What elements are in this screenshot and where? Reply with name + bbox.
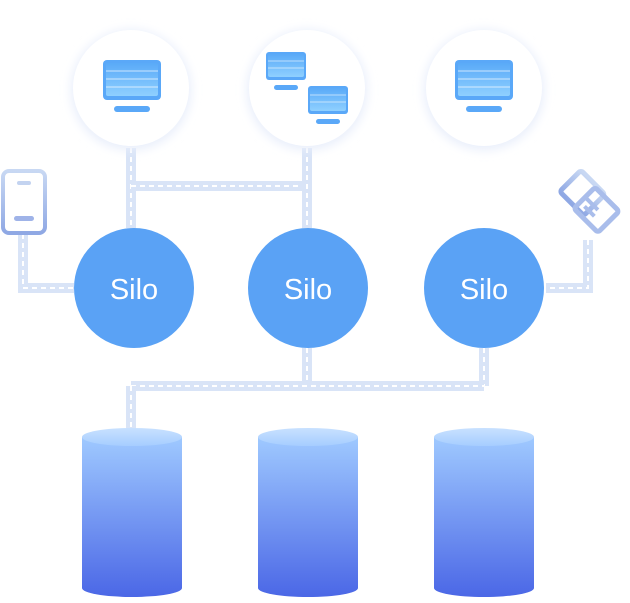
silo-label: Silo	[460, 274, 508, 306]
silo-label: Silo	[110, 274, 158, 306]
client-node	[424, 30, 544, 150]
connectors	[18, 148, 593, 432]
two-monitors-icon	[266, 52, 348, 124]
database-cylinder	[258, 428, 358, 597]
mobile-phone-icon	[1, 169, 47, 235]
silo-node: Silo	[248, 228, 368, 348]
client-node	[247, 30, 367, 150]
silo-node: Silo	[424, 228, 544, 348]
client-node	[71, 30, 191, 150]
silo-node: Silo	[74, 228, 194, 348]
monitor-icon	[455, 60, 513, 112]
database-cylinder	[82, 428, 182, 597]
connector-handshake-silo3	[546, 240, 593, 293]
monitor-icon	[103, 60, 161, 112]
connector-phone-silo1	[18, 234, 74, 293]
database-cylinder	[434, 428, 534, 597]
silo-label: Silo	[284, 274, 332, 306]
handshake-icon	[558, 169, 621, 234]
